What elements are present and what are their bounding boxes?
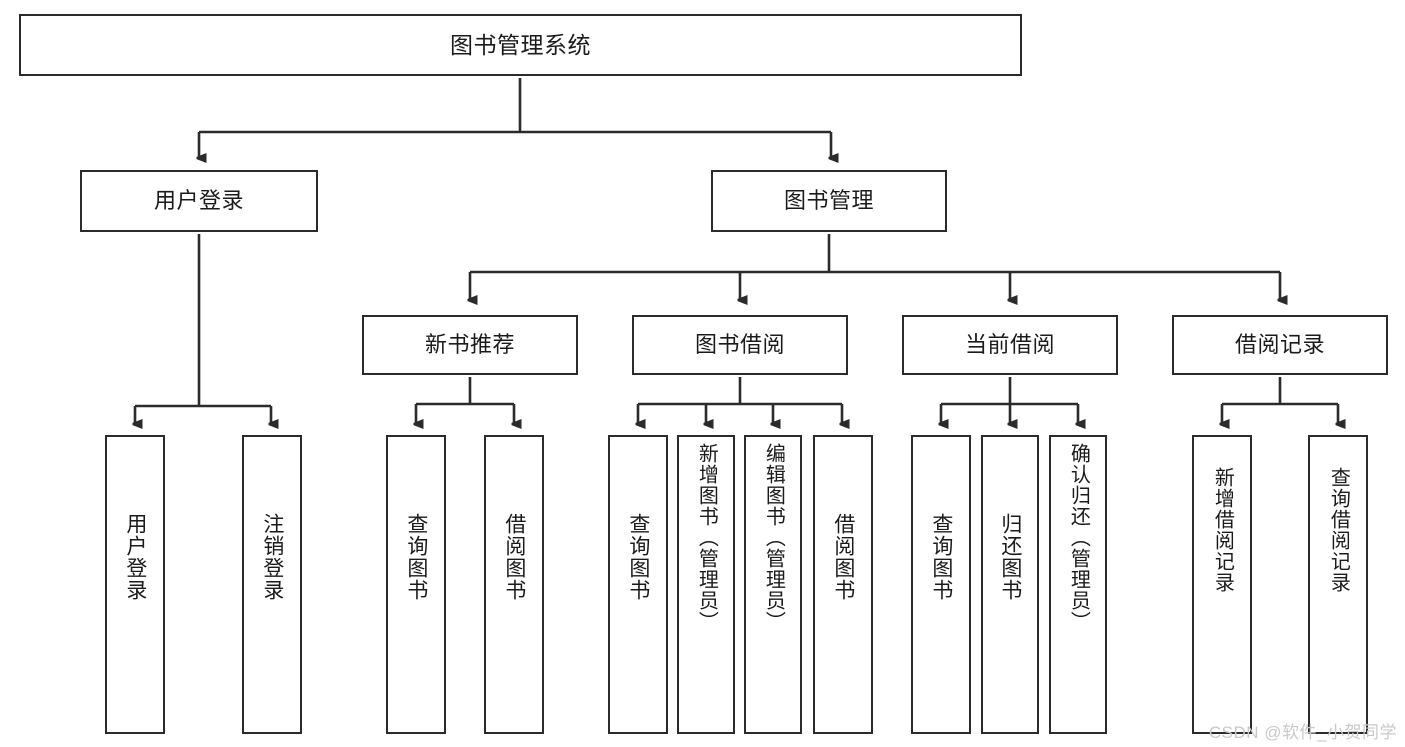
node-leaf-user-logout[interactable]: 注销登录 — [242, 435, 302, 734]
node-current-borrow[interactable]: 当前借阅 — [902, 315, 1118, 375]
node-new-book-recommend[interactable]: 新书推荐 — [362, 315, 578, 375]
node-borrow-record[interactable]: 借阅记录 — [1172, 315, 1388, 375]
watermark: CSDN @软件_小贺同学 — [1208, 723, 1397, 742]
node-leaf-query-book-1-label: 查询图书 — [404, 513, 428, 601]
node-current-borrow-label: 当前借阅 — [964, 332, 1055, 358]
node-leaf-query-book-1[interactable]: 查询图书 — [386, 435, 446, 734]
node-user-login[interactable]: 用户登录 — [80, 170, 318, 232]
node-leaf-add-record[interactable]: 新增借阅记录 — [1192, 435, 1252, 734]
node-book-borrow[interactable]: 图书借阅 — [632, 315, 848, 375]
node-leaf-borrow-book-1-label: 借阅图书 — [502, 513, 526, 601]
node-leaf-borrow-book-2-label: 借阅图书 — [831, 513, 855, 601]
node-new-book-recommend-label: 新书推荐 — [424, 332, 515, 358]
node-leaf-user-login-label: 用户登录 — [123, 513, 147, 601]
node-leaf-return-book-label: 归还图书 — [998, 513, 1022, 601]
node-leaf-add-record-label: 新增借阅记录 — [1211, 467, 1234, 593]
node-borrow-record-label: 借阅记录 — [1234, 332, 1325, 358]
node-user-login-label: 用户登录 — [153, 188, 244, 214]
node-leaf-user-login[interactable]: 用户登录 — [105, 435, 165, 734]
node-leaf-confirm-return[interactable]: 确认归还（管理员） — [1049, 435, 1107, 734]
node-leaf-return-book[interactable]: 归还图书 — [981, 435, 1039, 734]
node-leaf-query-book-3[interactable]: 查询图书 — [911, 435, 971, 734]
node-leaf-query-book-2-label: 查询图书 — [626, 513, 650, 601]
node-leaf-edit-book[interactable]: 编辑图书（管理员） — [744, 435, 802, 734]
node-book-manage[interactable]: 图书管理 — [711, 170, 947, 232]
node-book-manage-label: 图书管理 — [783, 188, 874, 214]
node-leaf-user-logout-label: 注销登录 — [260, 513, 284, 601]
node-leaf-query-record-label: 查询借阅记录 — [1327, 467, 1350, 593]
node-root[interactable]: 图书管理系统 — [19, 14, 1022, 76]
node-leaf-confirm-return-label: 确认归还（管理员） — [1067, 443, 1090, 632]
node-leaf-edit-book-label: 编辑图书（管理员） — [762, 443, 785, 632]
node-leaf-query-record[interactable]: 查询借阅记录 — [1308, 435, 1368, 734]
node-leaf-add-book-label: 新增图书（管理员） — [695, 443, 718, 632]
node-leaf-query-book-3-label: 查询图书 — [929, 513, 953, 601]
node-leaf-borrow-book-1[interactable]: 借阅图书 — [484, 435, 544, 734]
node-leaf-add-book[interactable]: 新增图书（管理员） — [677, 435, 735, 734]
node-leaf-query-book-2[interactable]: 查询图书 — [608, 435, 668, 734]
node-leaf-borrow-book-2[interactable]: 借阅图书 — [813, 435, 873, 734]
node-book-borrow-label: 图书借阅 — [694, 332, 785, 358]
node-root-label: 图书管理系统 — [450, 31, 591, 58]
